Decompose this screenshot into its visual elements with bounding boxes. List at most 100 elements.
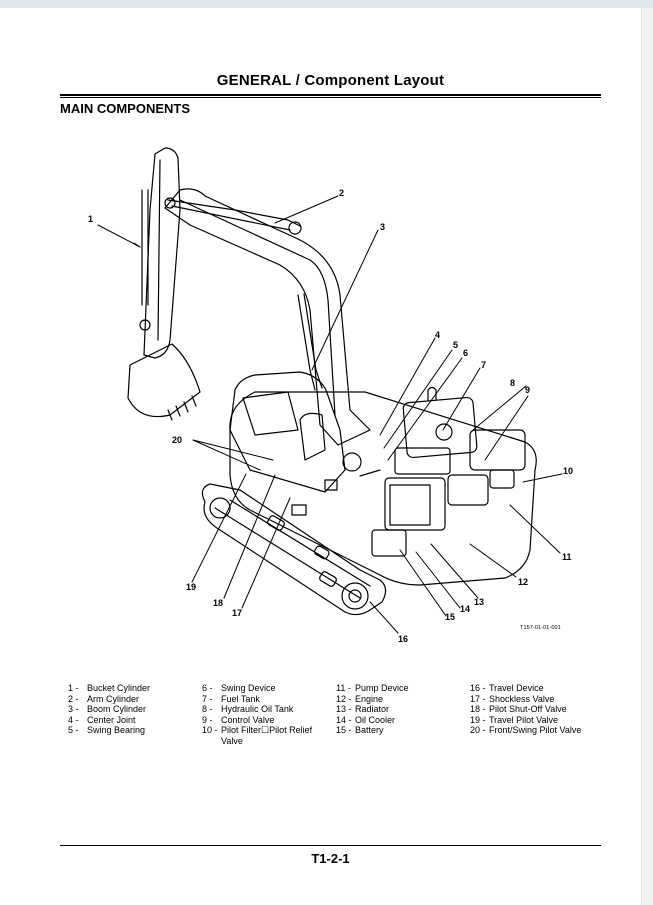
legend-number: 10 - <box>202 725 218 736</box>
legend-number: 7 - <box>202 693 213 704</box>
legend-number <box>202 736 221 747</box>
page-number: T1-2-1 <box>311 851 350 866</box>
legend-item: 20 -Front/Swing Pilot Valve <box>470 725 581 736</box>
legend-number: 13 - <box>336 704 352 715</box>
callout-9: 9 <box>525 385 530 395</box>
callout-18: 18 <box>213 598 223 608</box>
figure-reference: T157-01-01-001 <box>520 625 561 631</box>
page-title: GENERAL / Component Layout <box>216 72 445 89</box>
legend-item: Valve <box>202 736 312 747</box>
cab <box>229 371 346 493</box>
callout-13: 13 <box>474 597 484 607</box>
legend-item: 19 -Travel Pilot Valve <box>470 715 581 726</box>
callout-10: 10 <box>563 466 573 476</box>
callout-5: 5 <box>453 340 458 350</box>
callout-16: 16 <box>398 634 408 644</box>
legend-label: Oil Cooler <box>355 714 396 725</box>
callout-6: 6 <box>463 348 468 358</box>
legend-column-3: 11 -Pump Device 12 -Engine 13 -Radiator … <box>336 683 409 736</box>
document-page <box>0 8 641 905</box>
legend-label: Battery <box>355 725 384 736</box>
legend-item: 5 - Swing Bearing <box>68 725 150 736</box>
legend-label: Control Valve <box>221 714 275 725</box>
engine-block <box>384 477 446 531</box>
vertical-scrollbar[interactable] <box>641 8 653 905</box>
callout-14: 14 <box>460 604 470 614</box>
callout-1: 1 <box>88 214 93 224</box>
fuel-tank <box>402 396 478 459</box>
boom-cylinder <box>297 294 316 391</box>
legend-item: 17 -Shockless Valve <box>470 694 581 705</box>
pump-device <box>447 474 489 506</box>
legend-label: Front/Swing Pilot Valve <box>489 725 582 736</box>
legend-item: 13 -Radiator <box>336 704 409 715</box>
legend-number: 6 - <box>202 683 213 693</box>
legend-item: 8 -Hydraulic Oil Tank <box>202 704 312 715</box>
legend-number: 5 - <box>68 725 79 736</box>
legend-label: Bucket Cylinder <box>87 683 151 693</box>
legend-number: 17 - <box>470 693 486 704</box>
legend-label: Center Joint <box>87 714 136 725</box>
callout-12: 12 <box>518 577 528 587</box>
legend-number: 3 - <box>68 704 79 715</box>
legend-label: Swing Bearing <box>87 725 146 736</box>
legend-item: 18 -Pilot Shut-Off Valve <box>470 704 581 715</box>
legend-label: Travel Device <box>489 683 544 693</box>
legend-item: 4 - Center Joint <box>68 715 150 726</box>
legend-label: Travel Pilot Valve <box>489 714 559 725</box>
legend-label: Hydraulic Oil Tank <box>221 704 294 715</box>
legend-number: 20 - <box>470 725 486 736</box>
upper-structure <box>229 391 537 586</box>
arm-cylinder <box>167 199 301 227</box>
callout-15: 15 <box>445 612 455 622</box>
bucket <box>127 343 201 418</box>
callout-4: 4 <box>435 330 440 340</box>
legend-number: 4 - <box>68 714 79 725</box>
legend-label: Radiator <box>355 704 390 715</box>
legend-number: 14 - <box>336 714 352 725</box>
callout-8: 8 <box>510 378 515 388</box>
legend-item: 15 -Battery <box>336 725 409 736</box>
legend-number: 2 - <box>68 693 79 704</box>
callout-2: 2 <box>339 188 344 198</box>
legend-number: 1 - <box>68 683 79 693</box>
callout-3: 3 <box>380 222 385 232</box>
callout-labels: 1 2 3 4 5 6 7 8 9 10 11 12 13 14 15 16 1… <box>88 188 573 644</box>
legend-number: 9 - <box>202 714 213 725</box>
battery <box>371 529 407 557</box>
control-valve <box>394 447 451 475</box>
legend-label: Fuel Tank <box>221 693 260 704</box>
legend-item: 6 -Swing Device <box>202 683 312 694</box>
callout-11: 11 <box>562 552 572 562</box>
legend-number: 19 - <box>470 714 486 725</box>
legend-number: 12 - <box>336 693 352 704</box>
radiator <box>389 484 431 526</box>
legend-item: 2 - Arm Cylinder <box>68 694 150 705</box>
legend-label: Engine <box>355 693 384 704</box>
legend-item: 7 - Fuel Tank <box>202 694 312 705</box>
legend-item: 10 -Pilot Filter☐Pilot Relief <box>202 725 312 736</box>
arm <box>143 147 181 359</box>
legend-item: 11 -Pump Device <box>336 683 409 694</box>
title-rule-thin <box>60 97 601 98</box>
legend-number: 15 - <box>336 725 352 736</box>
hydraulic-oil-tank <box>469 429 526 471</box>
boom <box>164 188 371 446</box>
legend-item: 3 - Boom Cylinder <box>68 704 150 715</box>
callout-20: 20 <box>172 435 182 445</box>
callout-7: 7 <box>481 360 486 370</box>
legend-label: Arm Cylinder <box>87 693 140 704</box>
legend-label: Pilot Shut-Off Valve <box>489 704 567 715</box>
legend-label: Boom Cylinder <box>87 704 147 715</box>
legend-item: 12 -Engine <box>336 694 409 705</box>
legend-label: Valve <box>221 735 243 746</box>
legend-number: 11 - <box>336 683 351 693</box>
legend-column-2: 6 -Swing Device 7 - Fuel Tank 8 -Hydrauli… <box>202 683 312 747</box>
legend-item: 14 -Oil Cooler <box>336 715 409 726</box>
footer-rule <box>60 845 601 846</box>
viewer-top-bar <box>0 0 653 8</box>
legend-item: 16 -Travel Device <box>470 683 581 694</box>
legend-item: 9 - Control Valve <box>202 715 312 726</box>
legend-column-1: 1 - Bucket Cylinder 2 - Arm Cylinder 3 - Bo… <box>68 683 150 736</box>
excavator-diagram: 1 2 3 4 5 6 7 8 9 10 11 12 13 14 15 16 1… <box>88 147 573 644</box>
